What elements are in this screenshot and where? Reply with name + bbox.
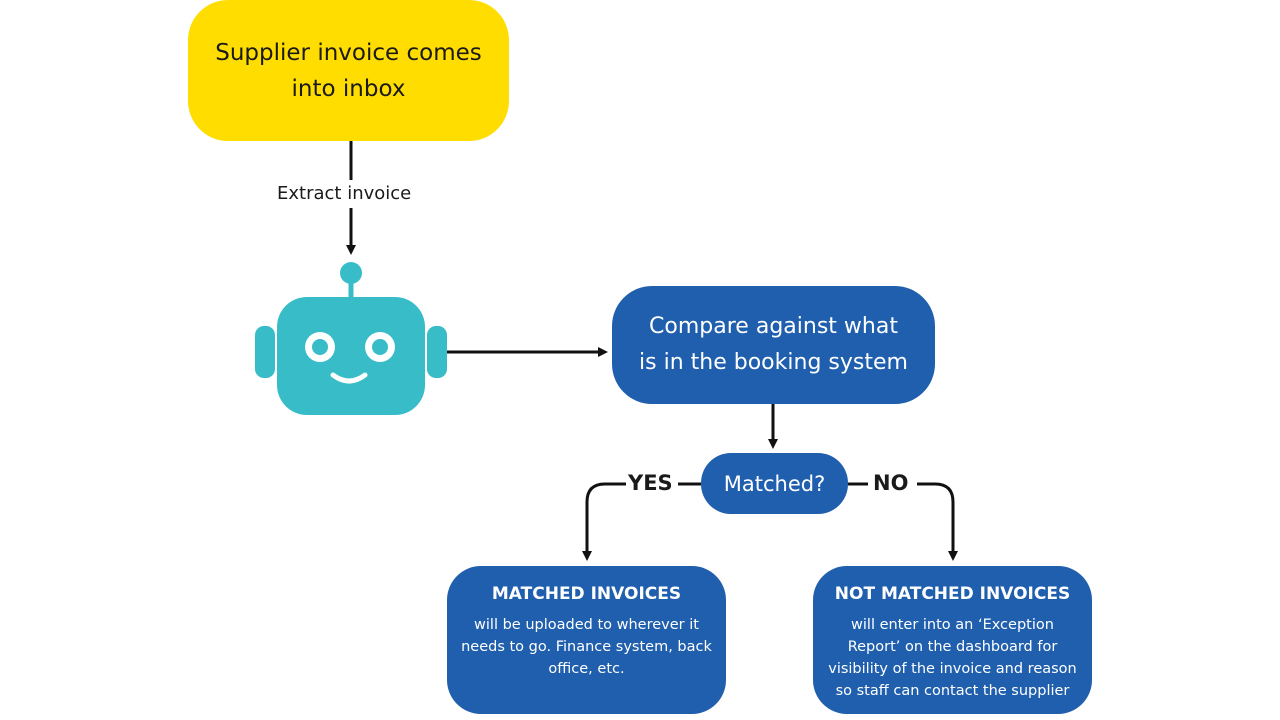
compare-node-text-line1: Compare against what [649,314,898,339]
edge-label-no: NO [871,471,911,495]
matched-invoices-title: MATCHED INVOICES [491,584,682,604]
start-node-text-line2: into inbox [291,75,406,102]
decision-node-text: Matched? [723,471,826,496]
decision-node: Matched? [701,453,848,514]
not-matched-invoices-desc-line2: Report’ on the dashboard for [847,639,1058,655]
not-matched-invoices-desc-line1: will enter into an ‘Exception [851,617,1054,633]
not-matched-invoices-desc-line4: so staff can contact the supplier [835,683,1070,699]
matched-invoices-desc-line3: office, etc. [548,661,625,677]
compare-node-text-line2: is in the booking system [639,350,908,375]
edge-label-yes: YES [626,471,675,495]
matched-invoices-node: MATCHED INVOICES will be uploaded to whe… [447,566,726,714]
matched-invoices-desc-line1: will be uploaded to wherever it [474,617,699,633]
robot-icon [255,262,447,415]
not-matched-invoices-desc-line3: visibility of the invoice and reason [828,661,1077,677]
edge-yes-branch [587,482,701,556]
edge-label-extract: Extract invoice [277,183,412,204]
not-matched-invoices-title: NOT MATCHED INVOICES [834,584,1071,604]
matched-invoices-desc-line2: needs to go. Finance system, back [461,639,712,655]
compare-node: Compare against what is in the booking s… [612,286,935,404]
not-matched-invoices-node: NOT MATCHED INVOICES will enter into an … [813,566,1092,714]
start-node: Supplier invoice comes into inbox [188,0,509,141]
start-node-text-line1: Supplier invoice comes [215,39,482,66]
edge-no-branch [848,482,953,556]
